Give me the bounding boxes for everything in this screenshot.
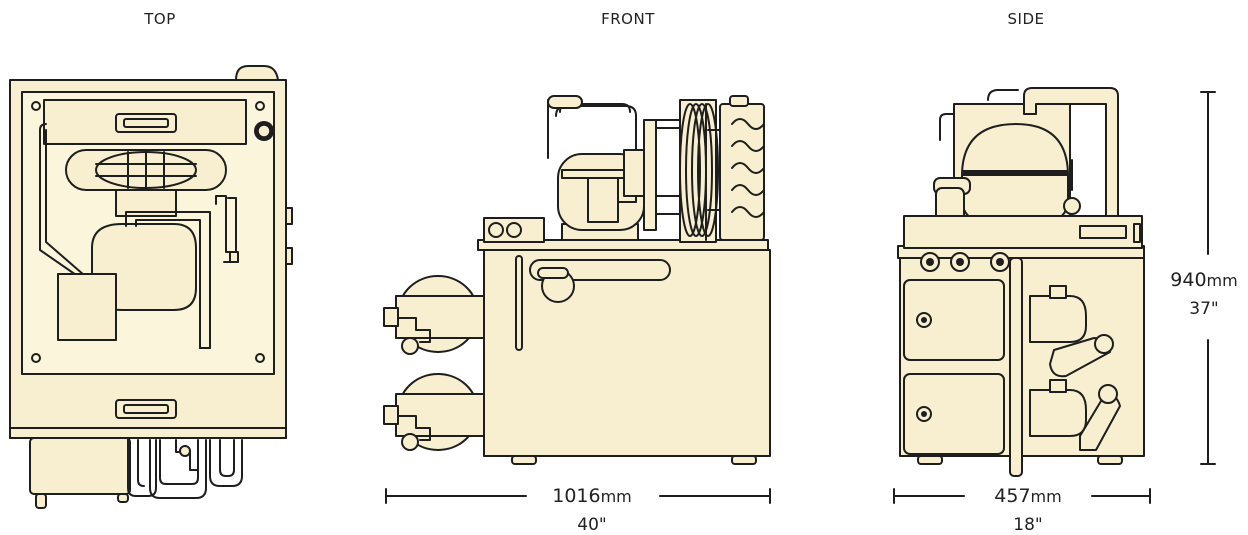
front-view — [383, 95, 771, 465]
front-radiator — [707, 95, 765, 241]
depth-mm-unit: mm — [1031, 487, 1062, 506]
view-label-front: FRONT — [601, 10, 655, 28]
depth-mm-value: 457 — [994, 485, 1030, 507]
fan-grille — [65, 149, 227, 191]
side-view — [897, 87, 1145, 477]
dimension-width: 1016mm 40" — [385, 485, 771, 535]
svg-text:457mm: 457mm — [994, 485, 1061, 507]
height-mm-unit: mm — [1207, 271, 1238, 290]
top-control-box — [57, 273, 117, 341]
dimension-height: 940mm 37" — [1170, 91, 1238, 465]
front-condenser-coil — [679, 99, 719, 243]
height-inches: 37" — [1189, 299, 1218, 319]
view-label-top: TOP — [143, 10, 176, 28]
width-inches: 40" — [577, 515, 606, 535]
front-cabinet — [483, 249, 771, 457]
width-mm-unit: mm — [601, 487, 632, 506]
side-control-strip — [903, 215, 1143, 249]
height-mm-value: 940 — [1170, 269, 1206, 291]
front-dispenser-upper — [383, 275, 485, 355]
top-view-piping — [29, 437, 243, 509]
view-label-side: SIDE — [1008, 10, 1045, 28]
side-tank-upper — [903, 279, 1114, 378]
outlet-box — [483, 217, 545, 243]
side-drain-pipe — [1009, 257, 1023, 477]
top-view — [9, 65, 293, 509]
side-tank-lower — [903, 373, 1121, 455]
width-mm-value: 1016 — [552, 485, 600, 507]
svg-text:940mm: 940mm — [1170, 269, 1237, 291]
dimension-depth: 457mm 18" — [893, 485, 1151, 535]
front-dispenser-lower — [383, 373, 485, 451]
depth-inches: 18" — [1013, 515, 1042, 535]
svg-text:1016mm: 1016mm — [552, 485, 632, 507]
